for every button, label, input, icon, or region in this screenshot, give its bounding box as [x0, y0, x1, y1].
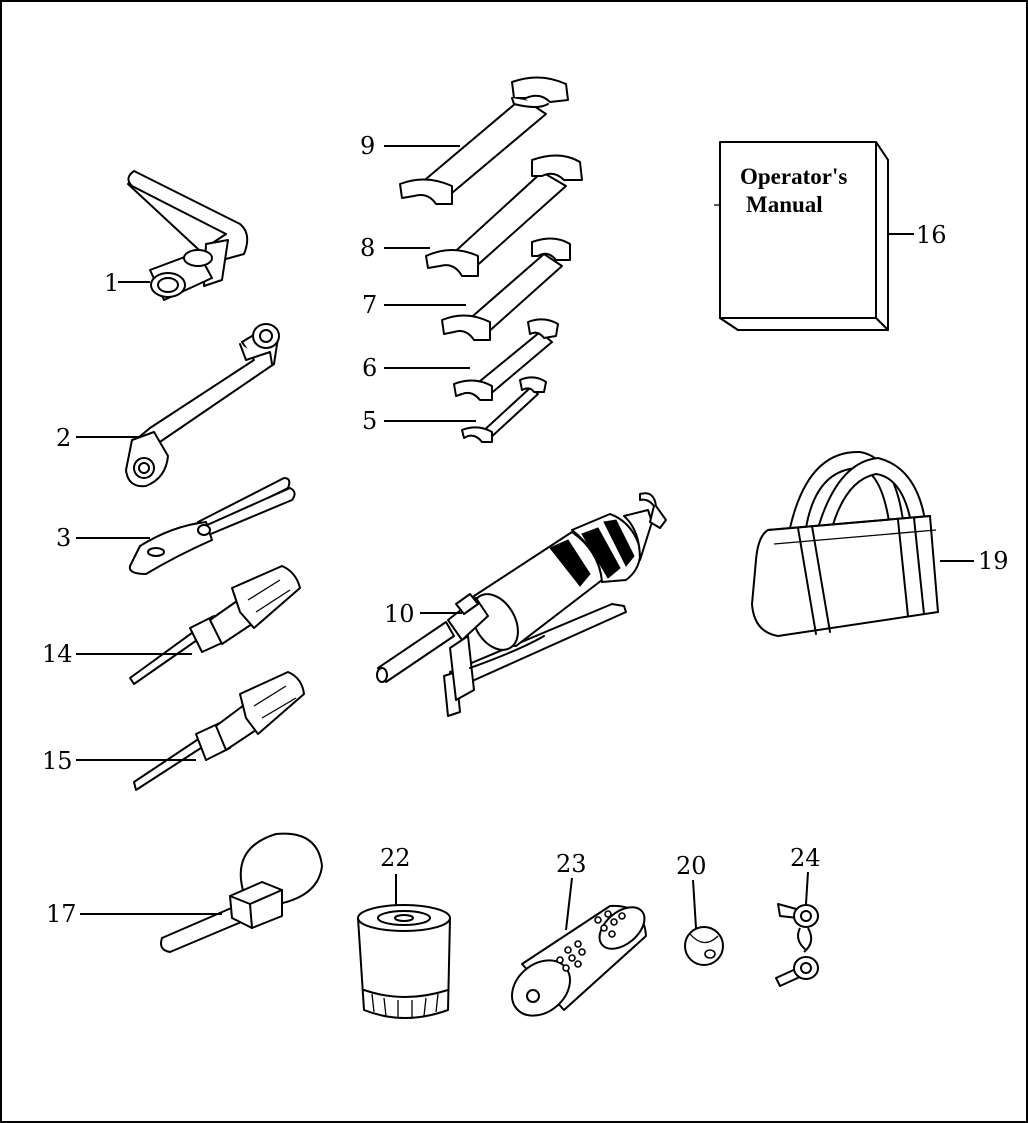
part-9-wrench: [399, 76, 569, 205]
part-17-pin-with-ring: [160, 832, 324, 953]
callout-8: 8: [360, 234, 375, 262]
manual-title-line1: Operator's: [740, 164, 847, 189]
callout-23: 23: [556, 850, 587, 878]
callout-15: 15: [42, 747, 73, 775]
callout-6: 6: [362, 354, 377, 382]
callout-labels: 1 2 3 5 6 7 8 9 10 14 15 16 17 19 20 22 …: [42, 132, 1009, 928]
part-15-phillips-screwdriver: [133, 671, 305, 791]
part-7-wrench: [441, 237, 571, 341]
part-6-wrench: [453, 318, 559, 401]
part-19-tool-bag: [751, 450, 939, 637]
part-1-box-wrench: [127, 170, 249, 301]
callout-1: 1: [104, 269, 119, 297]
callout-22: 22: [380, 844, 411, 872]
leader-lines: [76, 145, 974, 931]
callout-20: 20: [676, 852, 707, 880]
part-16-operators-manual: Operator's Manual: [714, 141, 889, 331]
part-24-keys: [775, 903, 819, 987]
part-10-grease-gun: [376, 492, 667, 717]
callout-19: 19: [978, 547, 1009, 575]
callout-9: 9: [360, 132, 375, 160]
part-14-flat-screwdriver: [129, 565, 301, 685]
callout-17: 17: [46, 900, 77, 928]
part-20-ball: [684, 926, 724, 966]
part-8-wrench: [425, 154, 583, 277]
part-22-oil-filter: [357, 904, 451, 1019]
part-2-ring-spanner: [125, 323, 280, 488]
callout-16: 16: [916, 221, 947, 249]
callout-10: 10: [384, 600, 415, 628]
callout-5: 5: [362, 407, 377, 435]
callout-2: 2: [56, 424, 71, 452]
callout-3: 3: [56, 524, 71, 552]
manual-title-line2: Manual: [746, 192, 823, 217]
part-23-cylindrical-filter: [511, 904, 647, 1017]
part-5-wrench: [461, 376, 547, 443]
callout-7: 7: [362, 291, 377, 319]
filter-holes: [556, 910, 626, 972]
callout-14: 14: [42, 640, 73, 668]
callout-24: 24: [790, 844, 821, 872]
part-3-pliers: [128, 477, 296, 575]
